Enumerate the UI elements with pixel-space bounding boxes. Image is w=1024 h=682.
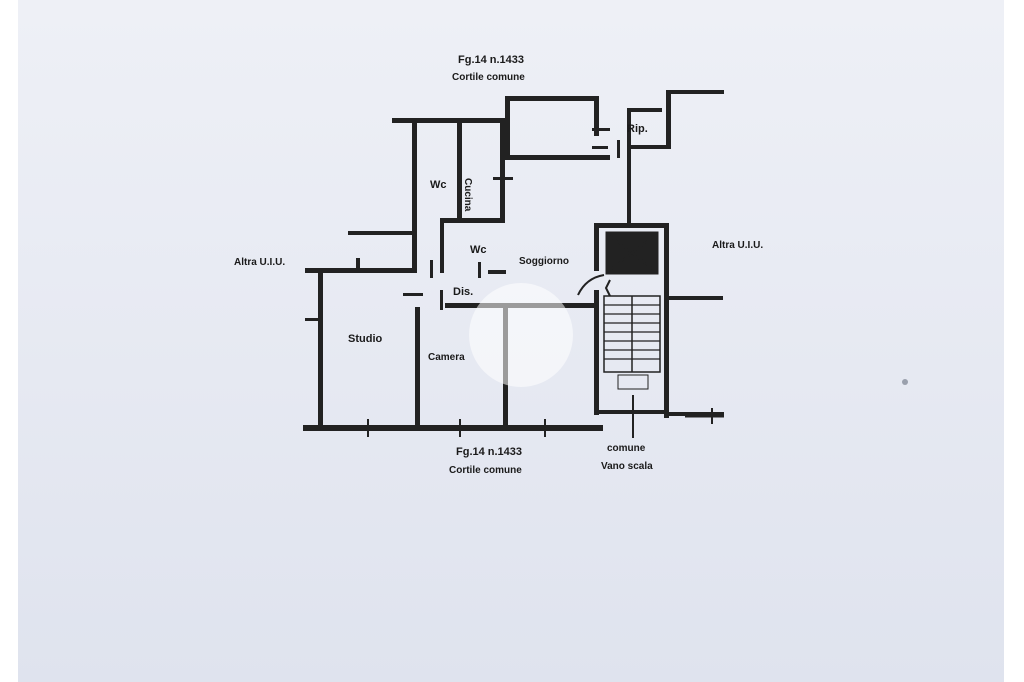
wall — [488, 270, 506, 274]
wall — [617, 140, 620, 158]
wall — [403, 293, 423, 296]
wall — [412, 118, 417, 273]
wall — [594, 290, 599, 415]
wall — [457, 118, 462, 218]
wall — [505, 96, 598, 101]
wall — [440, 218, 444, 273]
wall — [505, 155, 610, 160]
wall — [666, 90, 724, 94]
left-unit-label: Altra U.I.U. — [234, 257, 286, 268]
wall — [493, 177, 513, 180]
wall — [594, 96, 599, 136]
wall — [318, 268, 323, 430]
room-dis-label: Dis. — [453, 286, 474, 298]
top-ref-label: Fg.14 n.1433 — [458, 54, 525, 66]
stair-name-label: Vano scala — [601, 461, 653, 472]
wall — [415, 307, 420, 427]
wall — [627, 108, 631, 223]
bottom-courtyard-label: Cortile comune — [449, 465, 522, 476]
bottom-ref-label: Fg.14 n.1433 — [456, 446, 523, 458]
wall — [668, 412, 724, 416]
wall — [594, 223, 599, 271]
wall — [592, 128, 610, 131]
wall — [440, 218, 505, 223]
wall — [500, 118, 505, 218]
wall — [356, 258, 360, 270]
room-studio-label: Studio — [348, 333, 383, 345]
wall — [392, 118, 505, 123]
wall — [594, 223, 669, 228]
wall — [505, 96, 510, 160]
room-soggiorno-label: Soggiorno — [519, 256, 569, 267]
wall — [430, 260, 433, 278]
wall — [666, 90, 671, 148]
wall — [627, 108, 662, 112]
stair-common-label: comune — [607, 443, 646, 454]
room-cucina-label: Cucina — [462, 178, 473, 212]
landing — [617, 374, 649, 390]
wall — [592, 146, 608, 149]
wall — [478, 262, 481, 278]
wall — [303, 425, 603, 431]
wall — [305, 318, 319, 321]
wall — [664, 223, 669, 418]
room-wc-lower-label: Wc — [470, 244, 487, 256]
wall — [627, 145, 671, 149]
dot — [902, 379, 908, 385]
wall — [668, 296, 723, 300]
door-swing — [604, 279, 611, 297]
room-rip-label: Rip. — [627, 123, 648, 135]
right-unit-label: Altra U.I.U. — [712, 240, 764, 251]
wall — [348, 231, 412, 235]
top-courtyard-label: Cortile comune — [452, 72, 525, 83]
glare — [469, 283, 573, 387]
wall — [305, 268, 415, 273]
wall — [440, 290, 443, 310]
elevator-icon — [609, 235, 655, 271]
room-camera-label: Camera — [428, 352, 465, 363]
wall — [594, 410, 669, 414]
door-swing — [577, 274, 605, 296]
room-wc-upper-label: Wc — [430, 179, 447, 191]
